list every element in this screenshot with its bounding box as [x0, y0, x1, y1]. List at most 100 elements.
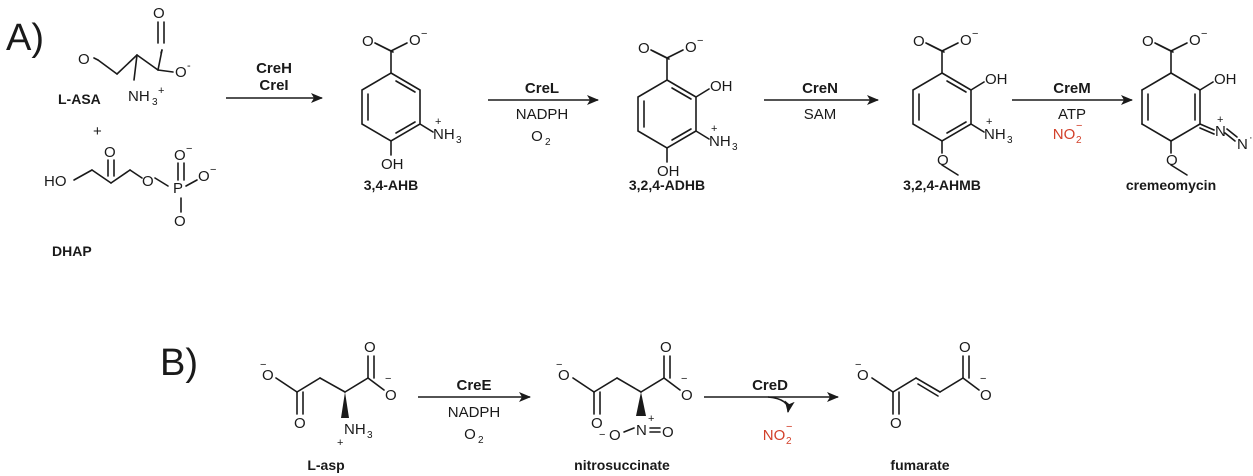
label-3-4-ahb: 3,4-AHB — [364, 177, 418, 193]
svg-text:O: O — [153, 5, 165, 22]
svg-text:+: + — [435, 116, 441, 128]
svg-text:−: − — [855, 359, 861, 371]
cofactor-nadph-b: NADPH — [448, 404, 501, 421]
svg-text:−: − — [980, 373, 986, 385]
enzyme-creh: CreH — [256, 60, 292, 77]
svg-text:O: O — [362, 33, 374, 50]
cofactor-nitrite: NO — [1053, 126, 1076, 143]
label-3-2-4-ahmb: 3,2,4-AHMB — [903, 177, 981, 193]
reaction-arrow-4: CreM ATP NO 2 − — [1012, 80, 1133, 146]
enzyme-crei: CreI — [259, 77, 288, 94]
svg-text:−: − — [186, 143, 192, 155]
svg-text:N: N — [636, 422, 647, 439]
svg-text:+: + — [648, 413, 654, 425]
svg-text:O: O — [364, 339, 376, 356]
svg-text:O: O — [558, 367, 570, 384]
reaction-arrow-b2: CreD NO 2 − — [704, 377, 839, 447]
svg-text:O: O — [980, 387, 992, 404]
label-3-2-4-adhb: 3,2,4-ADHB — [629, 177, 705, 193]
svg-text:2: 2 — [1076, 135, 1082, 146]
molecule-cremeomycin: O O − OH N + N · O — [1141, 28, 1253, 176]
reaction-arrow-1: CreH CreI — [226, 60, 323, 103]
svg-text:O: O — [913, 33, 925, 50]
svg-text:3: 3 — [367, 430, 373, 441]
svg-text:+: + — [986, 116, 992, 128]
svg-text:OH: OH — [657, 163, 680, 180]
svg-text:O: O — [660, 339, 672, 356]
svg-text:N: N — [1215, 123, 1226, 140]
svg-text:3: 3 — [152, 97, 158, 108]
panel-label-a: A) — [6, 17, 44, 59]
svg-text:O: O — [142, 173, 154, 190]
svg-text:O: O — [937, 152, 949, 169]
molecule-nitrosuccinate: O − O O O − N + O O − — [556, 339, 693, 444]
svg-text:−: − — [1201, 28, 1207, 40]
svg-text:+: + — [337, 437, 343, 449]
label-dhap: DHAP — [52, 243, 92, 259]
svg-text:O: O — [409, 32, 421, 49]
svg-text:O: O — [174, 147, 186, 164]
svg-text:NH: NH — [433, 126, 455, 143]
svg-text:-: - — [187, 60, 191, 72]
svg-text:O: O — [1142, 33, 1154, 50]
svg-text:NH: NH — [128, 88, 150, 105]
svg-text:OH: OH — [381, 156, 404, 173]
molecule-l-asa: O O O - NH 3 + — [78, 5, 191, 108]
svg-text:O: O — [385, 387, 397, 404]
svg-text:O: O — [681, 387, 693, 404]
svg-text:−: − — [681, 373, 687, 385]
molecule-3-2-4-ahmb: O O − OH O NH 3 + — [912, 28, 1013, 176]
svg-text:+: + — [711, 123, 717, 135]
svg-text:O: O — [175, 64, 187, 81]
svg-text:O: O — [174, 213, 186, 230]
svg-text:O: O — [78, 51, 90, 68]
svg-text:3: 3 — [456, 135, 462, 146]
svg-text:O: O — [591, 415, 603, 432]
svg-text:O: O — [960, 32, 972, 49]
svg-text:O: O — [890, 415, 902, 432]
molecule-l-asp: O − O O O − NH 3 + — [260, 339, 397, 449]
svg-text:−: − — [599, 429, 605, 441]
cofactor-o2: O — [531, 128, 543, 145]
svg-text:−: − — [421, 28, 427, 40]
enzyme-cree: CreE — [456, 377, 491, 394]
byproduct-nitrite: NO — [763, 427, 786, 444]
svg-text:P: P — [173, 180, 183, 197]
svg-text:2: 2 — [478, 435, 484, 446]
svg-text:O: O — [198, 168, 210, 185]
svg-text:NH: NH — [984, 126, 1006, 143]
label-nitrosuccinate: nitrosuccinate — [574, 457, 670, 473]
cofactor-o2-b: O — [464, 426, 476, 443]
svg-text:NH: NH — [344, 421, 366, 438]
svg-text:O: O — [262, 367, 274, 384]
svg-text:O: O — [857, 367, 869, 384]
svg-text:NH: NH — [709, 133, 731, 150]
svg-text:−: − — [1076, 120, 1082, 132]
svg-text:O: O — [294, 415, 306, 432]
svg-text:2: 2 — [786, 436, 792, 447]
svg-text:−: − — [385, 373, 391, 385]
svg-text:·: · — [1249, 132, 1253, 144]
svg-text:−: − — [697, 35, 703, 47]
svg-text:+: + — [158, 85, 164, 97]
label-fumarate: fumarate — [890, 457, 949, 473]
svg-text:OH: OH — [1214, 71, 1237, 88]
svg-text:O: O — [959, 339, 971, 356]
svg-text:O: O — [685, 39, 697, 56]
svg-text:O: O — [609, 427, 621, 444]
svg-text:O: O — [1189, 32, 1201, 49]
molecule-fumarate: O − O O O − — [855, 339, 992, 432]
reaction-arrow-2: CreL NADPH O 2 — [488, 80, 599, 148]
svg-text:+: + — [1217, 114, 1223, 126]
plus-sign: + — [93, 123, 102, 140]
molecule-3-4-ahb: O O − OH NH 3 + — [361, 28, 462, 173]
svg-text:O: O — [104, 144, 116, 161]
svg-text:−: − — [786, 421, 792, 433]
enzyme-crem: CreM — [1053, 80, 1091, 97]
cofactor-nadph: NADPH — [516, 106, 569, 123]
cofactor-atp: ATP — [1058, 106, 1086, 123]
panel-label-b: B) — [160, 342, 198, 384]
enzyme-cren: CreN — [802, 80, 838, 97]
enzyme-cred: CreD — [752, 377, 788, 394]
